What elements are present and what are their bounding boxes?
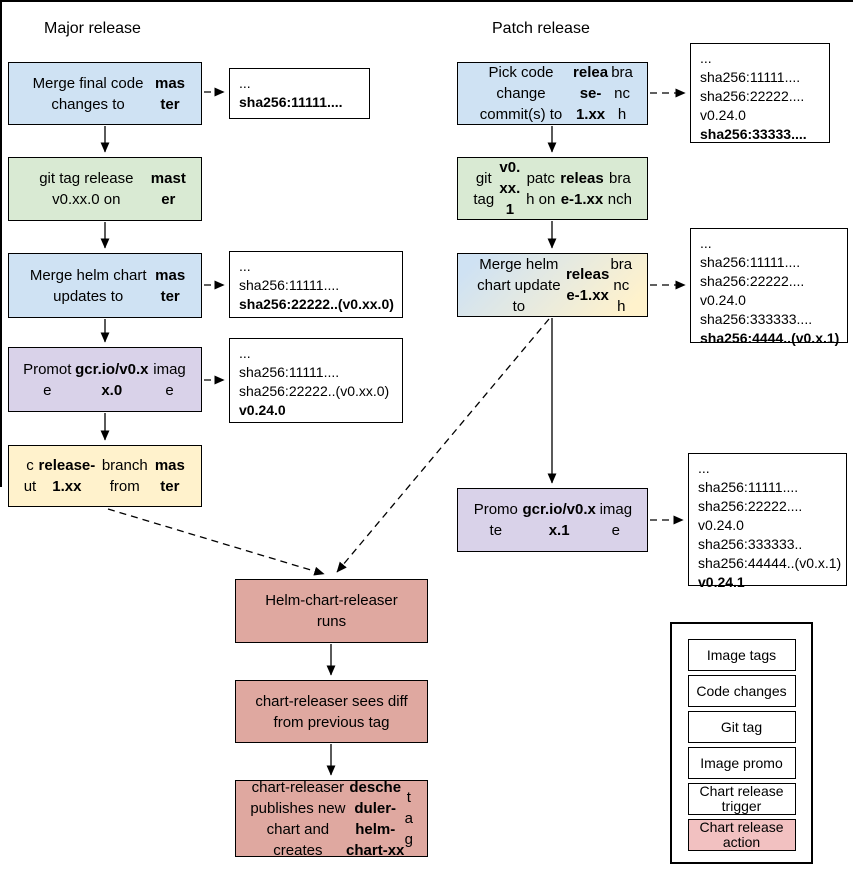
patch-release-title: Patch release (492, 20, 590, 37)
legend-item-image-tags: Image tags (687, 639, 796, 671)
legend-item-image-promo: Image promo (687, 747, 796, 779)
tag-box-patch-2: ...sha256:11111....sha256:22222....v0.24… (690, 228, 848, 346)
dash-arrow-cut-branch-to-releaser (107, 508, 325, 576)
canvas-border-top (0, 0, 853, 2)
tag-box-major-3: ...sha256:11111....sha256:22222..(v0.xx.… (229, 338, 403, 423)
legend-item-git-tag: Git tag (687, 711, 796, 743)
patch-step-promote-image: Promote gcr.io/v0.xx.1 image (457, 488, 648, 552)
legend-item-chart-release-action: Chart release action (687, 819, 796, 851)
tag-box-major-1: ...sha256:11111.... (229, 68, 370, 119)
tag-box-patch-1: ...sha256:11111....sha256:22222....v0.24… (690, 43, 830, 143)
major-step-merge-final-code: Merge final code changes to master (8, 62, 202, 125)
tag-box-major-2: ...sha256:11111....sha256:22222..(v0.xx.… (229, 251, 403, 318)
tag-box-patch-3: ...sha256:11111....sha256:22222....v0.24… (688, 453, 847, 590)
chart-step-publishes-chart: chart-releaser publishes new chart and c… (235, 779, 428, 859)
legend-item-code-changes: Code changes (687, 675, 796, 707)
major-step-merge-helm-updates: Merge helm chart updates to master (8, 253, 202, 318)
chart-step-releaser-runs: Helm-chart-releaser runs (235, 579, 428, 643)
major-step-cut-release-branch: cut release-1.xx branch from master (8, 445, 202, 507)
patch-step-git-tag-patch: git tag v0.xx.1 patch on release-1.xx br… (457, 157, 648, 220)
major-step-promote-image: Promote gcr.io/v0.xx.0 image (8, 347, 202, 412)
patch-step-pick-commits: Pick code change commit(s) to release-1.… (457, 62, 648, 125)
legend: Image tags Code changes Git tag Image pr… (670, 622, 813, 864)
legend-item-chart-release-trigger: Chart release trigger (687, 783, 796, 815)
chart-step-sees-diff: chart-releaser sees diff from previous t… (235, 680, 428, 743)
major-release-title: Major release (44, 20, 141, 37)
major-step-git-tag-release: git tag release v0.xx.0 on master (8, 157, 202, 221)
canvas-border-left (0, 0, 2, 487)
patch-step-merge-helm-update: Merge helm chart update to release-1.xx … (457, 253, 648, 317)
